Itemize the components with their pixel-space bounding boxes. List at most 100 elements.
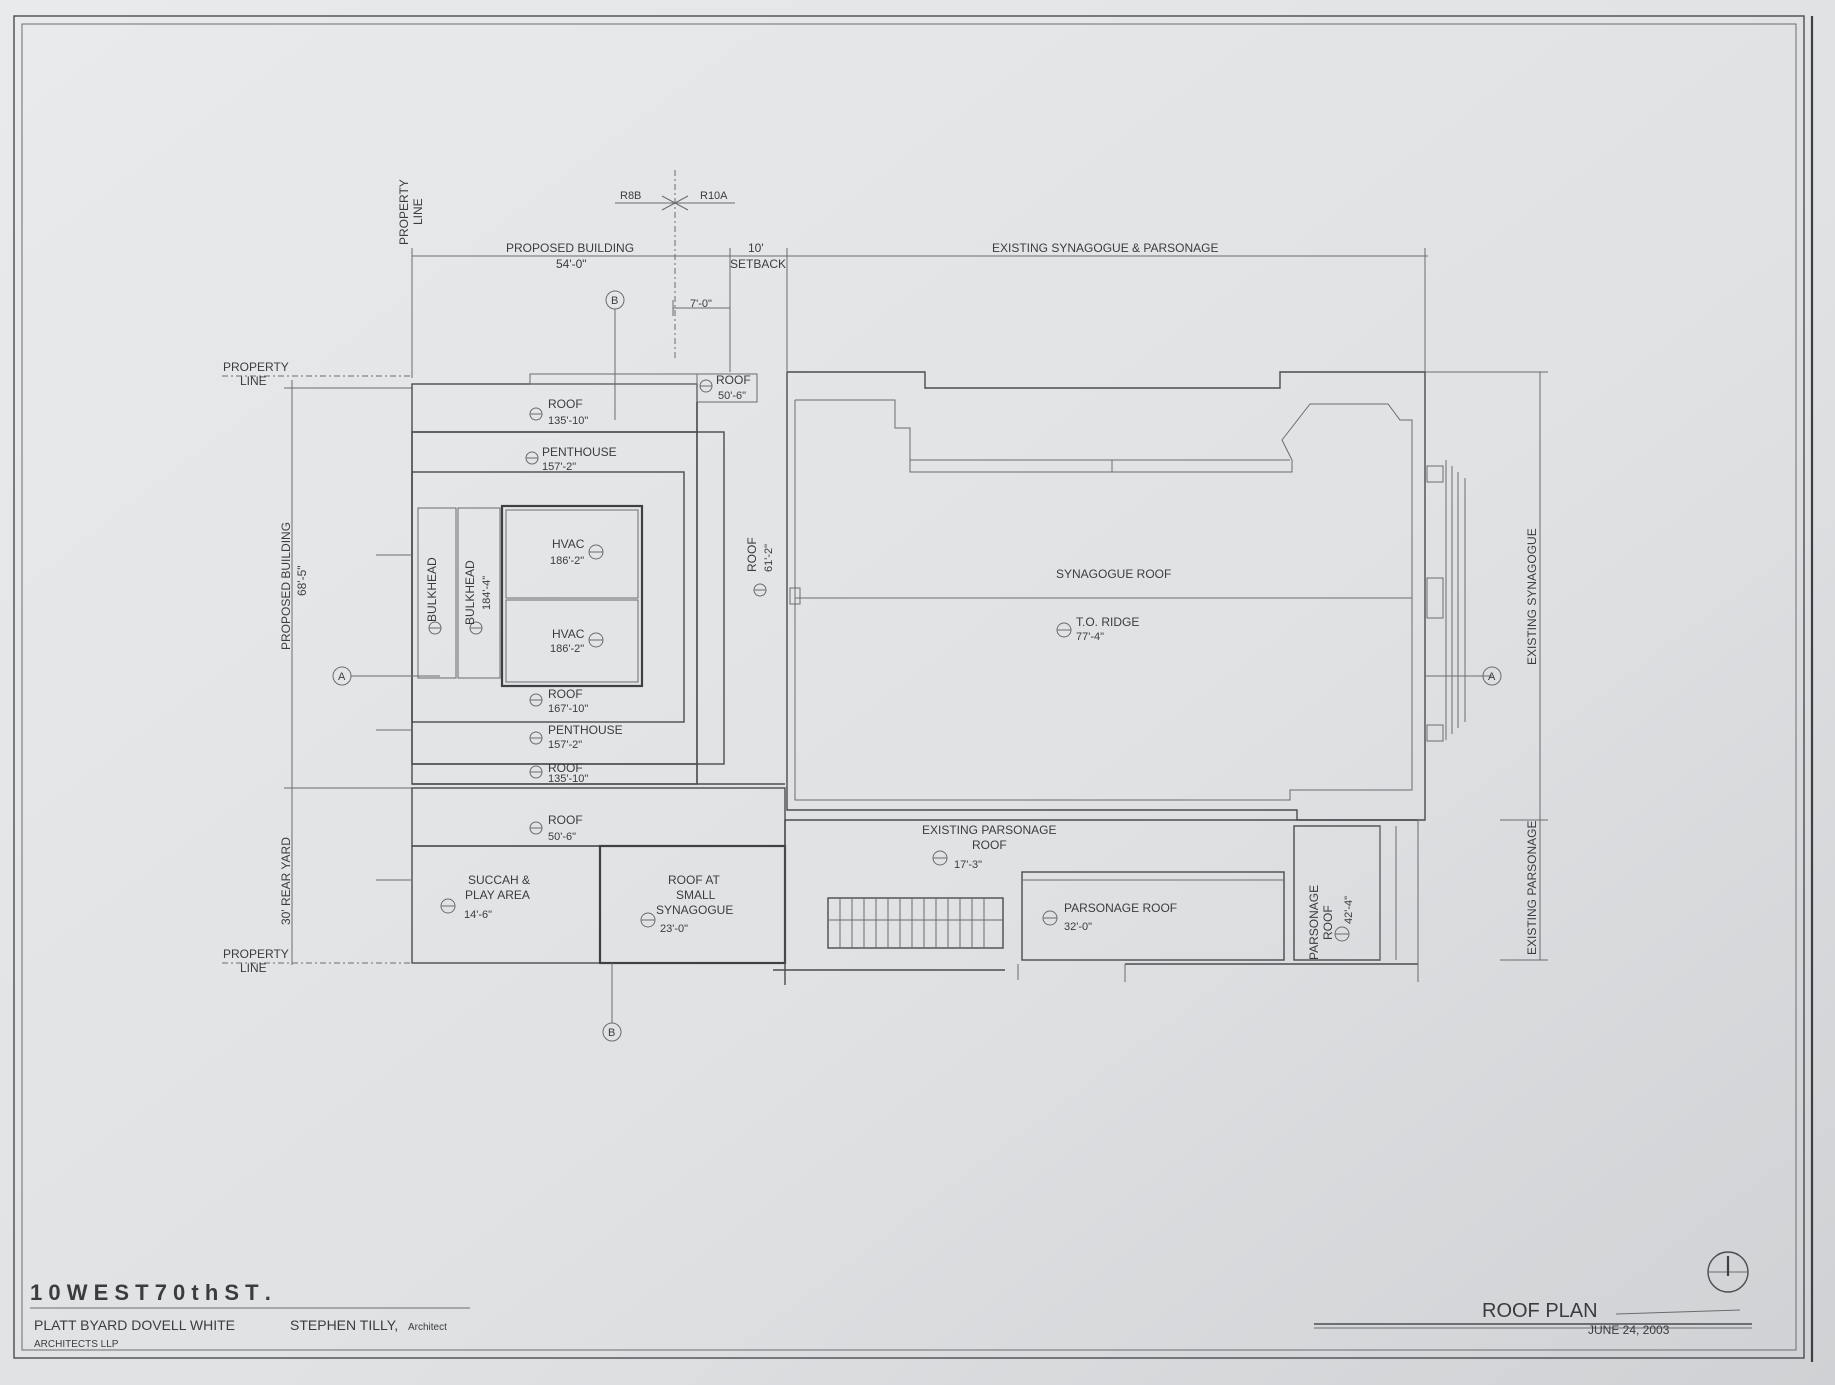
svg-text:PROPERTY: PROPERTY: [223, 360, 289, 374]
svg-text:BULKHEAD: BULKHEAD: [463, 560, 477, 625]
drawing-date: JUNE 24, 2003: [1588, 1323, 1670, 1337]
svg-text:LINE: LINE: [240, 374, 267, 388]
svg-text:50'-6": 50'-6": [718, 390, 746, 402]
right-dimensions: EXISTING SYNAGOGUE EXISTING PARSONAGE: [1425, 371, 1548, 961]
setback-7ft: 7'-0": [690, 298, 712, 310]
svg-text:EXISTING PARSONAGE: EXISTING PARSONAGE: [922, 823, 1056, 837]
svg-text:BULKHEAD: BULKHEAD: [425, 557, 439, 622]
svg-text:PROPERTY: PROPERTY: [397, 179, 411, 245]
tag-bulkhead-1: BULKHEAD: [425, 557, 442, 635]
tag-ridge: T.O. RIDGE 77'-4": [1056, 615, 1139, 643]
svg-text:HVAC: HVAC: [552, 627, 585, 641]
svg-text:PENTHOUSE: PENTHOUSE: [542, 445, 617, 459]
tag-roof-lower: ROOF 50'-6": [529, 813, 583, 843]
svg-text:ROOF: ROOF: [548, 397, 583, 411]
tag-roof-top-small: ROOF 50'-6": [699, 373, 751, 402]
existing-synagogue-side-label: EXISTING SYNAGOGUE: [1525, 528, 1539, 665]
setback-label: SETBACK: [730, 257, 786, 271]
project-title: 1 0 W E S T 7 0 t h S T .: [30, 1280, 271, 1305]
svg-text:LINE: LINE: [411, 198, 425, 225]
svg-text:186'-2": 186'-2": [550, 555, 584, 567]
existing-synagogue-parsonage-label: EXISTING SYNAGOGUE & PARSONAGE: [992, 241, 1219, 255]
architect-two-role: Architect: [408, 1322, 447, 1333]
svg-text:184'-4": 184'-4": [481, 576, 493, 610]
section-marker-a-right: A: [1482, 666, 1502, 686]
svg-text:SYNAGOGUE: SYNAGOGUE: [656, 903, 733, 917]
svg-text:23'-0": 23'-0": [660, 923, 688, 935]
svg-text:ROOF: ROOF: [548, 687, 583, 701]
svg-text:186'-2": 186'-2": [550, 643, 584, 655]
tag-hvac-1: HVAC 186'-2": [550, 537, 604, 567]
svg-text:32'-0": 32'-0": [1064, 921, 1092, 933]
tag-succah: SUCCAH & PLAY AREA 14'-6": [440, 873, 530, 921]
svg-text:14'-6": 14'-6": [464, 909, 492, 921]
existing-parsonage: [773, 819, 1419, 985]
tag-penthouse-2: PENTHOUSE 157'-2": [529, 723, 623, 751]
svg-text:ROOF: ROOF: [972, 838, 1007, 852]
drawing-title: ROOF PLAN: [1482, 1300, 1598, 1322]
north-arrow-icon: [1707, 1251, 1749, 1293]
svg-text:42'-4": 42'-4": [1343, 896, 1355, 924]
tag-penthouse-1: PENTHOUSE 157'-2": [525, 445, 617, 473]
architect-two: STEPHEN TILLY,: [290, 1317, 398, 1333]
rear-yard-label: 30' REAR YARD: [279, 837, 293, 925]
tag-roof-2: ROOF 167'-10": [529, 687, 588, 715]
tag-synagogue-roof: SYNAGOGUE ROOF: [1056, 567, 1171, 581]
tag-roof-1: ROOF 135'-10": [529, 397, 588, 427]
svg-text:LINE: LINE: [240, 961, 267, 975]
svg-text:135'-10": 135'-10": [548, 415, 588, 427]
svg-text:ROOF: ROOF: [548, 813, 583, 827]
svg-text:T.O. RIDGE: T.O. RIDGE: [1076, 615, 1139, 629]
architect-one-sub: ARCHITECTS LLP: [34, 1339, 119, 1350]
svg-text:A: A: [338, 671, 346, 683]
svg-text:167'-10": 167'-10": [548, 703, 588, 715]
title-block: 1 0 W E S T 7 0 t h S T . PLATT BYARD DO…: [30, 1251, 1752, 1350]
svg-text:50'-6": 50'-6": [548, 831, 576, 843]
section-marker-b-bottom: B: [602, 963, 622, 1042]
sheet-border: [13, 15, 1805, 1359]
svg-text:77'-4": 77'-4": [1076, 631, 1104, 643]
sheet-inner-border: [21, 23, 1797, 1351]
tag-parsonage-roof: PARSONAGE ROOF 32'-0": [1042, 901, 1177, 933]
section-marker-b-top: B: [605, 290, 625, 420]
svg-text:ROOF: ROOF: [716, 373, 751, 387]
svg-text:B: B: [608, 1027, 615, 1039]
tag-hvac-2: HVAC 186'-2": [550, 627, 604, 655]
tag-small-synagogue: ROOF AT SMALL SYNAGOGUE 23'-0": [640, 873, 733, 935]
svg-text:157'-2": 157'-2": [542, 461, 576, 473]
svg-text:ROOF: ROOF: [548, 761, 583, 775]
proposed-building-width-value: 54'-0": [556, 257, 587, 271]
svg-text:ROOF: ROOF: [745, 537, 759, 572]
svg-text:SUCCAH &: SUCCAH &: [468, 873, 530, 887]
tag-parsonage-roof-small: PARSONAGE ROOF 42'-4": [1307, 885, 1355, 960]
property-line-left: PROPERTY LINE PROPERTY LINE PROPOSED BUI…: [222, 360, 412, 975]
svg-text:A: A: [1488, 671, 1496, 683]
tag-existing-parsonage-roof: EXISTING PARSONAGE ROOF 17'-3": [922, 823, 1056, 871]
tag-roof-3: ROOF 135'-10": [529, 761, 588, 785]
svg-text:17'-3": 17'-3": [954, 859, 982, 871]
zoning-r8b: R8B: [620, 190, 641, 202]
svg-text:HVAC: HVAC: [552, 537, 585, 551]
proposed-building-width-label: PROPOSED BUILDING: [506, 241, 634, 255]
tag-roof-side: ROOF 61'-2": [745, 537, 775, 597]
zoning-r10a: R10A: [700, 190, 728, 202]
top-dimensions: PROPOSED BUILDING 54'-0" 10' SETBACK EXI…: [411, 241, 1428, 378]
existing-parsonage-side-label: EXISTING PARSONAGE: [1525, 821, 1539, 955]
tag-bulkhead-2: BULKHEAD 184'-4": [463, 560, 493, 635]
svg-text:135'-10": 135'-10": [548, 773, 588, 785]
architect-one: PLATT BYARD DOVELL WHITE: [34, 1317, 235, 1333]
setback-value: 10': [748, 241, 764, 255]
svg-text:SMALL: SMALL: [676, 888, 716, 902]
svg-text:PARSONAGE ROOF: PARSONAGE ROOF: [1064, 901, 1177, 915]
svg-text:PARSONAGE: PARSONAGE: [1307, 885, 1321, 960]
svg-text:PROPERTY: PROPERTY: [223, 947, 289, 961]
section-marker-a-left: A: [332, 666, 376, 686]
svg-text:PENTHOUSE: PENTHOUSE: [548, 723, 623, 737]
svg-text:61'-2": 61'-2": [763, 544, 775, 572]
svg-text:157'-2": 157'-2": [548, 739, 582, 751]
svg-text:B: B: [611, 295, 618, 307]
proposed-building-depth-label: PROPOSED BUILDING: [279, 522, 293, 650]
svg-text:ROOF AT: ROOF AT: [668, 873, 720, 887]
property-line-top: PROPERTY LINE: [397, 179, 425, 245]
